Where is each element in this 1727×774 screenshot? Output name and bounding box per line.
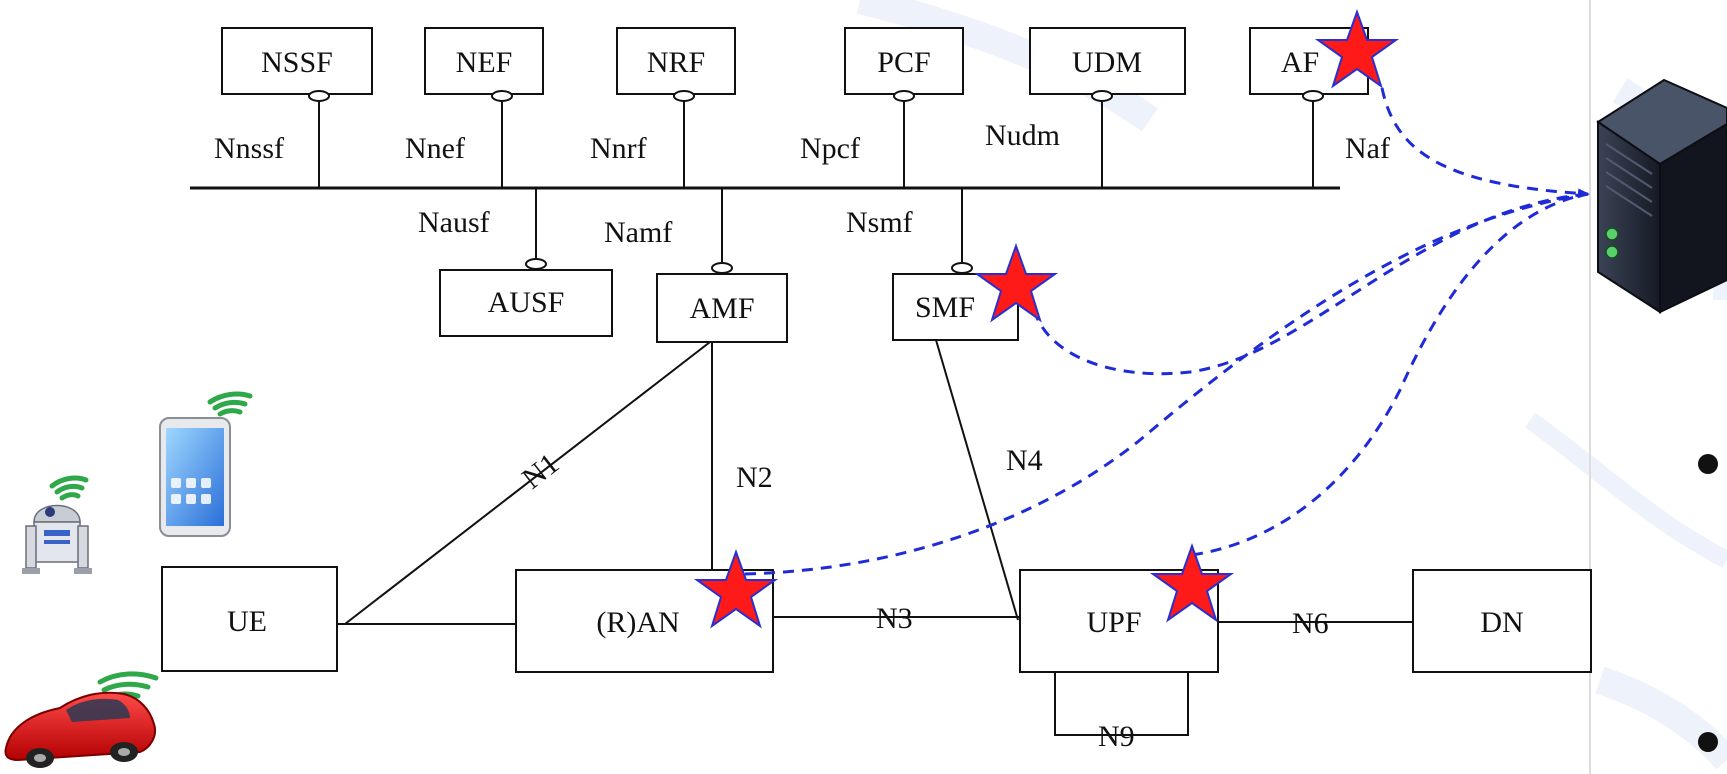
- bullet-dot: [1698, 454, 1718, 474]
- nf-udm-label: UDM: [1072, 46, 1142, 79]
- ref-n4-label: N4: [1006, 444, 1043, 477]
- dashed-link-upf: [1191, 192, 1589, 557]
- link-n9: [1054, 672, 1189, 736]
- nf-pcf-label: PCF: [877, 46, 930, 79]
- link-n4: [935, 339, 1019, 621]
- nf-ausf-label: AUSF: [488, 286, 565, 319]
- star-icon-ran: [693, 549, 779, 629]
- nf-dn-label: DN: [1480, 606, 1523, 639]
- bullet-dot: [1698, 732, 1718, 752]
- star-icon-upf: [1149, 543, 1235, 623]
- if-nsmf-label: Nsmf: [846, 206, 913, 239]
- if-nnssf-label: Nnssf: [214, 132, 284, 165]
- star-icon-smf: [973, 243, 1059, 323]
- nf-nssf: NSSF: [221, 27, 373, 188]
- ref-n1-label: N1: [516, 447, 565, 496]
- background-watermark: [856, 0, 1727, 770]
- dashed-link-ran: [744, 192, 1589, 576]
- server-icon: [1596, 78, 1727, 314]
- nf-ausf: AUSF: [439, 188, 613, 337]
- nf-nrf: NRF: [616, 27, 736, 188]
- nf-udm: UDM: [1029, 27, 1186, 188]
- nf-nef: NEF: [424, 27, 544, 188]
- ref-n3-label: N3: [876, 602, 913, 635]
- dashed-links: [744, 87, 1590, 576]
- link-n1: [344, 341, 711, 625]
- if-namf-label: Namf: [604, 216, 672, 249]
- if-nnef-label: Nnef: [405, 132, 465, 165]
- star-icon-af: [1314, 9, 1400, 89]
- nf-nef-label: NEF: [456, 46, 513, 79]
- nf-dn: DN: [1412, 569, 1592, 673]
- nf-smf-label: SMF: [915, 291, 975, 324]
- nf-pcf: PCF: [844, 27, 964, 188]
- if-nudm-label: Nudm: [985, 119, 1060, 152]
- nf-nssf-label: NSSF: [261, 46, 333, 79]
- dashed-link-smf: [1032, 192, 1589, 376]
- car-icon: [4, 691, 156, 768]
- wifi-signal-icon-robot: [49, 475, 89, 501]
- smartphone-icon: [159, 417, 231, 537]
- nf-amf: AMF: [656, 188, 788, 343]
- nf-upf-label: UPF: [1086, 606, 1141, 639]
- if-npcf-label: Npcf: [800, 132, 860, 165]
- nf-ue: UE: [161, 566, 338, 672]
- reference-links: [337, 339, 1413, 736]
- if-naf-label: Naf: [1345, 132, 1390, 165]
- wifi-signal-icon-phone: [207, 391, 253, 417]
- robot-icon: [22, 504, 92, 574]
- ref-n2-label: N2: [736, 461, 773, 494]
- ref-n9-label: N9: [1098, 720, 1135, 753]
- if-nausf-label: Nausf: [418, 206, 490, 239]
- nf-amf-label: AMF: [689, 292, 754, 325]
- ref-n6-label: N6: [1292, 607, 1329, 640]
- nf-af-label: AF: [1281, 46, 1319, 79]
- nf-ran-label: (R)AN: [596, 606, 679, 639]
- if-nnrf-label: Nnrf: [590, 132, 647, 165]
- dashed-link-af: [1380, 87, 1590, 199]
- nf-nrf-label: NRF: [647, 46, 705, 79]
- stars: [693, 9, 1400, 629]
- nf-ue-label: UE: [227, 605, 267, 638]
